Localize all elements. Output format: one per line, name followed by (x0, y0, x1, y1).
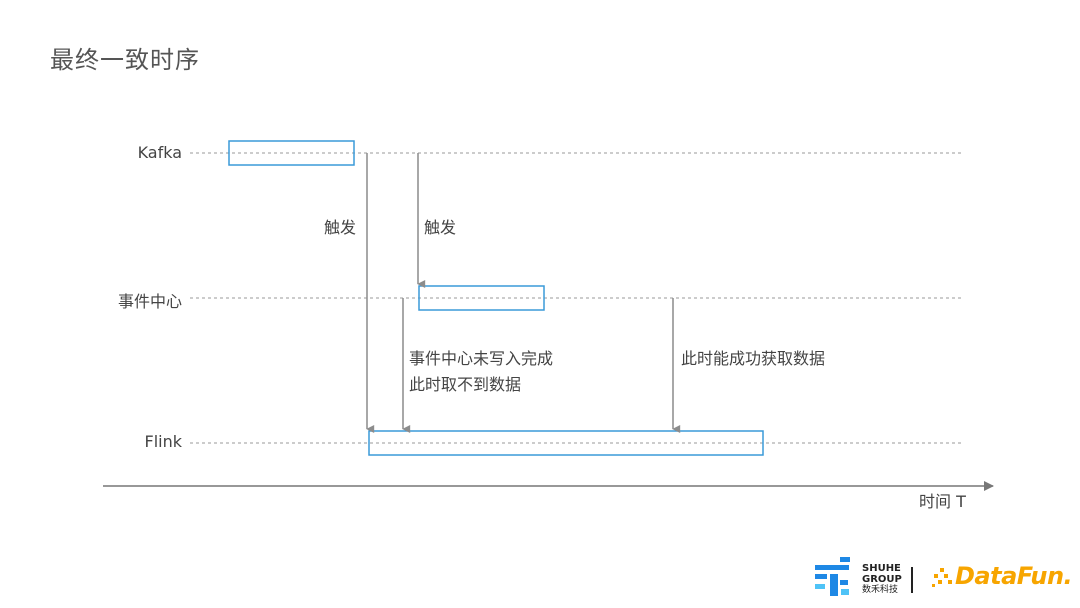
shuhe-logo-line2: GROUP (862, 574, 902, 585)
shuhe-logo-line1: SHUHE (862, 563, 901, 574)
trigger-label-1: 触发 (324, 218, 357, 237)
datafun-logo: DataFun. (955, 562, 1073, 590)
kafka-activity-box (228, 140, 355, 166)
page-title: 最终一致时序 (50, 46, 200, 74)
success-label: 此时能成功获取数据 (681, 349, 826, 368)
datafun-dots-icon (932, 568, 952, 587)
shuhe-logo-mark (815, 557, 850, 596)
trigger-label-2: 触发 (424, 218, 457, 237)
time-axis-label: 时间 T (919, 492, 966, 511)
not-written-label-line1: 事件中心未写入完成 (409, 349, 554, 368)
lane-label-event-center: 事件中心 (117, 292, 182, 311)
not-written-label-line2: 此时取不到数据 (409, 375, 522, 394)
shuhe-logo-cn: 数禾科技 (862, 585, 899, 595)
logo-separator (911, 567, 913, 593)
lane-label-kafka: Kafka (137, 143, 182, 162)
shuhe-logo-text: SHUHE GROUP 数禾科技 (862, 563, 902, 596)
lane-label-flink: Flink (144, 432, 183, 451)
flink-activity-box (368, 430, 764, 456)
event-center-activity-box (418, 285, 545, 311)
